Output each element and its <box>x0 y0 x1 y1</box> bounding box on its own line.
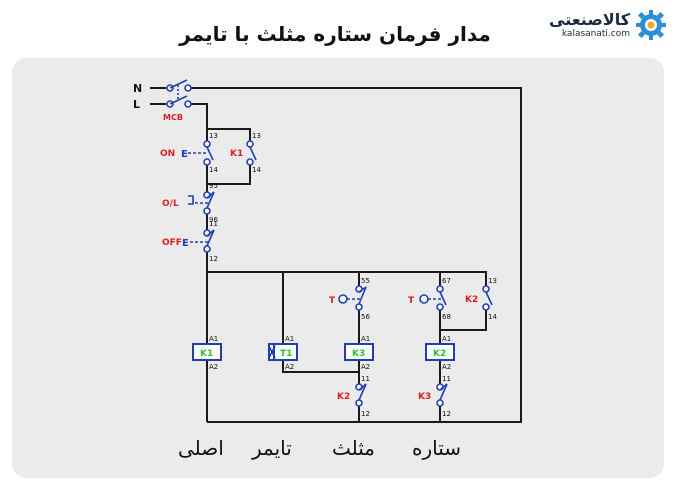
on-label: ON <box>160 149 175 159</box>
star-t-terminal-67: 67 <box>442 277 451 285</box>
t1-coil-name: T1 <box>280 349 292 359</box>
on-actuator-symbol: E <box>181 149 188 160</box>
star-t-terminal-68: 68 <box>442 313 451 321</box>
k2-interlock-terminal-11: 11 <box>361 375 370 383</box>
k3-interlock-terminal-11: 11 <box>442 375 451 383</box>
k3-coil-a1: A1 <box>361 335 370 343</box>
brand-logo[interactable]: کالاصنعتی kalasanati.com <box>548 8 668 42</box>
k1-coil-name: K1 <box>200 349 213 359</box>
logo-name: کالاصنعتی <box>549 10 630 29</box>
branch-label-star: ستاره <box>412 436 462 460</box>
k2-hold-label: K2 <box>465 295 478 305</box>
k2-coil-a2: A2 <box>442 363 451 371</box>
k2-coil-name: K2 <box>433 349 446 359</box>
gear-icon <box>636 10 666 40</box>
branch-label-timer: تایمر <box>252 436 292 460</box>
k2-hold-terminal-13: 13 <box>488 277 497 285</box>
coils <box>192 343 455 361</box>
delta-t-terminal-56: 56 <box>361 313 370 321</box>
on-terminal-14: 14 <box>209 166 218 174</box>
k3-coil-a2: A2 <box>361 363 370 371</box>
off-label: OFF <box>162 238 182 248</box>
mcb-label: MCB <box>163 113 183 122</box>
wires <box>150 87 522 423</box>
k3-interlock-terminal-12: 12 <box>442 410 451 418</box>
diagram-panel <box>12 58 664 478</box>
k1-coil-a1: A1 <box>209 335 218 343</box>
page-title: مدار فرمان ستاره مثلث با تایمر <box>179 22 491 46</box>
branch-label-delta: مثلث <box>332 436 376 460</box>
overload-terminal-96: 96 <box>209 216 218 224</box>
k1-hold-label: K1 <box>230 149 243 159</box>
off-terminal-12: 12 <box>209 255 218 263</box>
overload-terminal-95: 95 <box>209 182 218 190</box>
k1-coil-a2: A2 <box>209 363 218 371</box>
overload-label: O/L <box>162 199 179 209</box>
line-label: L <box>133 98 140 111</box>
branch-label-main: اصلی <box>178 436 224 460</box>
k2-coil-a1: A1 <box>442 335 451 343</box>
neutral-label: N <box>133 82 142 95</box>
k3-interlock-label: K3 <box>418 392 431 402</box>
t1-coil-a2: A2 <box>285 363 294 371</box>
k1-hold-terminal-13: 13 <box>252 132 261 140</box>
k3-coil-name: K3 <box>352 349 365 359</box>
star-t-label: T <box>408 296 415 306</box>
logo-domain: kalasanati.com <box>561 29 630 39</box>
k2-hold-terminal-14: 14 <box>488 313 497 321</box>
on-terminal-13: 13 <box>209 132 218 140</box>
off-terminal-11: 11 <box>209 220 218 228</box>
delta-t-terminal-55: 55 <box>361 277 370 285</box>
k1-hold-terminal-14: 14 <box>252 166 261 174</box>
t1-coil-a1: A1 <box>285 335 294 343</box>
contacts <box>166 79 493 407</box>
off-actuator-symbol: E <box>182 238 189 249</box>
k2-interlock-terminal-12: 12 <box>361 410 370 418</box>
k2-interlock-label: K2 <box>337 392 350 402</box>
delta-t-label: T <box>329 296 336 306</box>
